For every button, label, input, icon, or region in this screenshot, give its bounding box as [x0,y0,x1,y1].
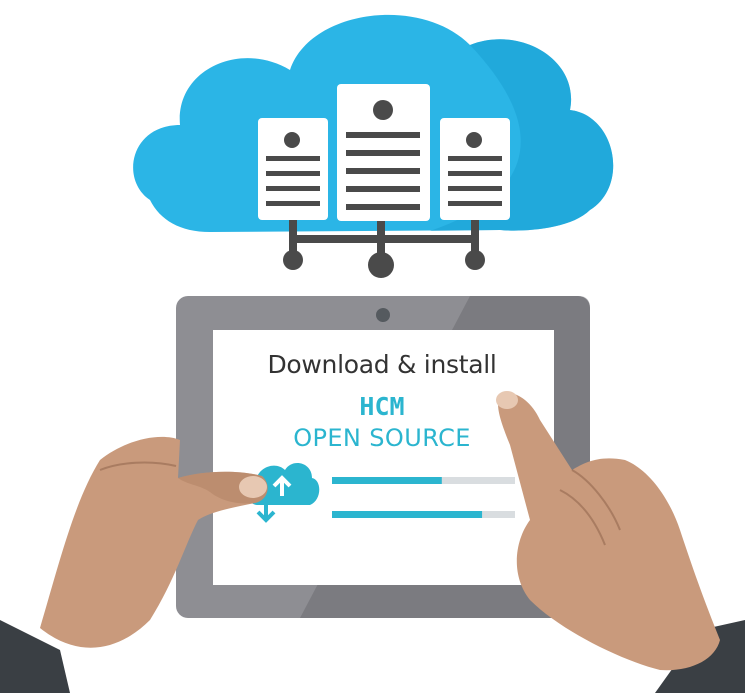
server-right-icon [440,118,510,220]
server-left-icon [258,118,328,220]
right-hand-illustration [496,391,745,693]
tablet-device [176,296,590,618]
progress-fill [332,477,442,484]
progress-bars [332,477,515,518]
left-hand-illustration [0,436,268,693]
network-node-icon [283,250,485,278]
server-center-icon [337,84,430,221]
progress-fill [332,511,483,518]
tablet-screen [213,330,554,585]
tablet-camera-icon [376,308,390,322]
